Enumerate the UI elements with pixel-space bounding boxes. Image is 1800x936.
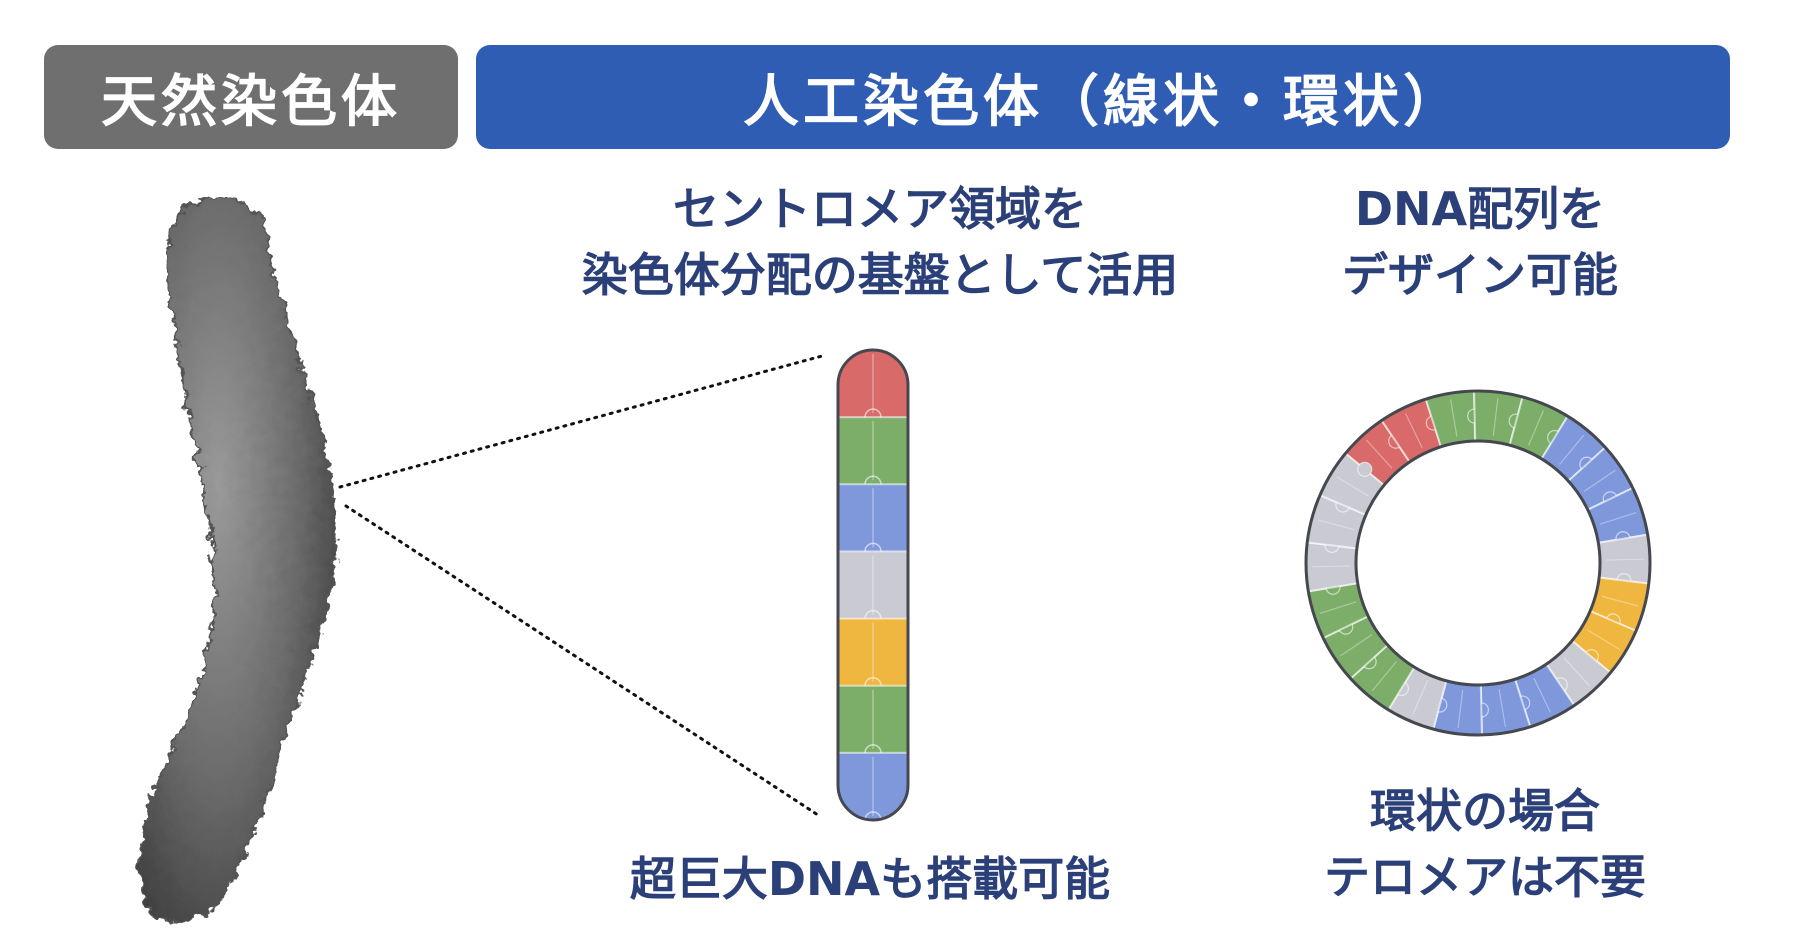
puzzle-knob	[1358, 462, 1372, 476]
chromosome-body	[140, 196, 337, 922]
zoom-line-bottom	[346, 506, 818, 815]
linear-artificial-chromosome	[838, 350, 908, 828]
circular-artificial-chromosome	[1306, 391, 1650, 735]
zoom-line-top	[340, 356, 822, 487]
ring-inner-outline	[1356, 441, 1600, 685]
natural-chromosome-image	[140, 196, 337, 922]
